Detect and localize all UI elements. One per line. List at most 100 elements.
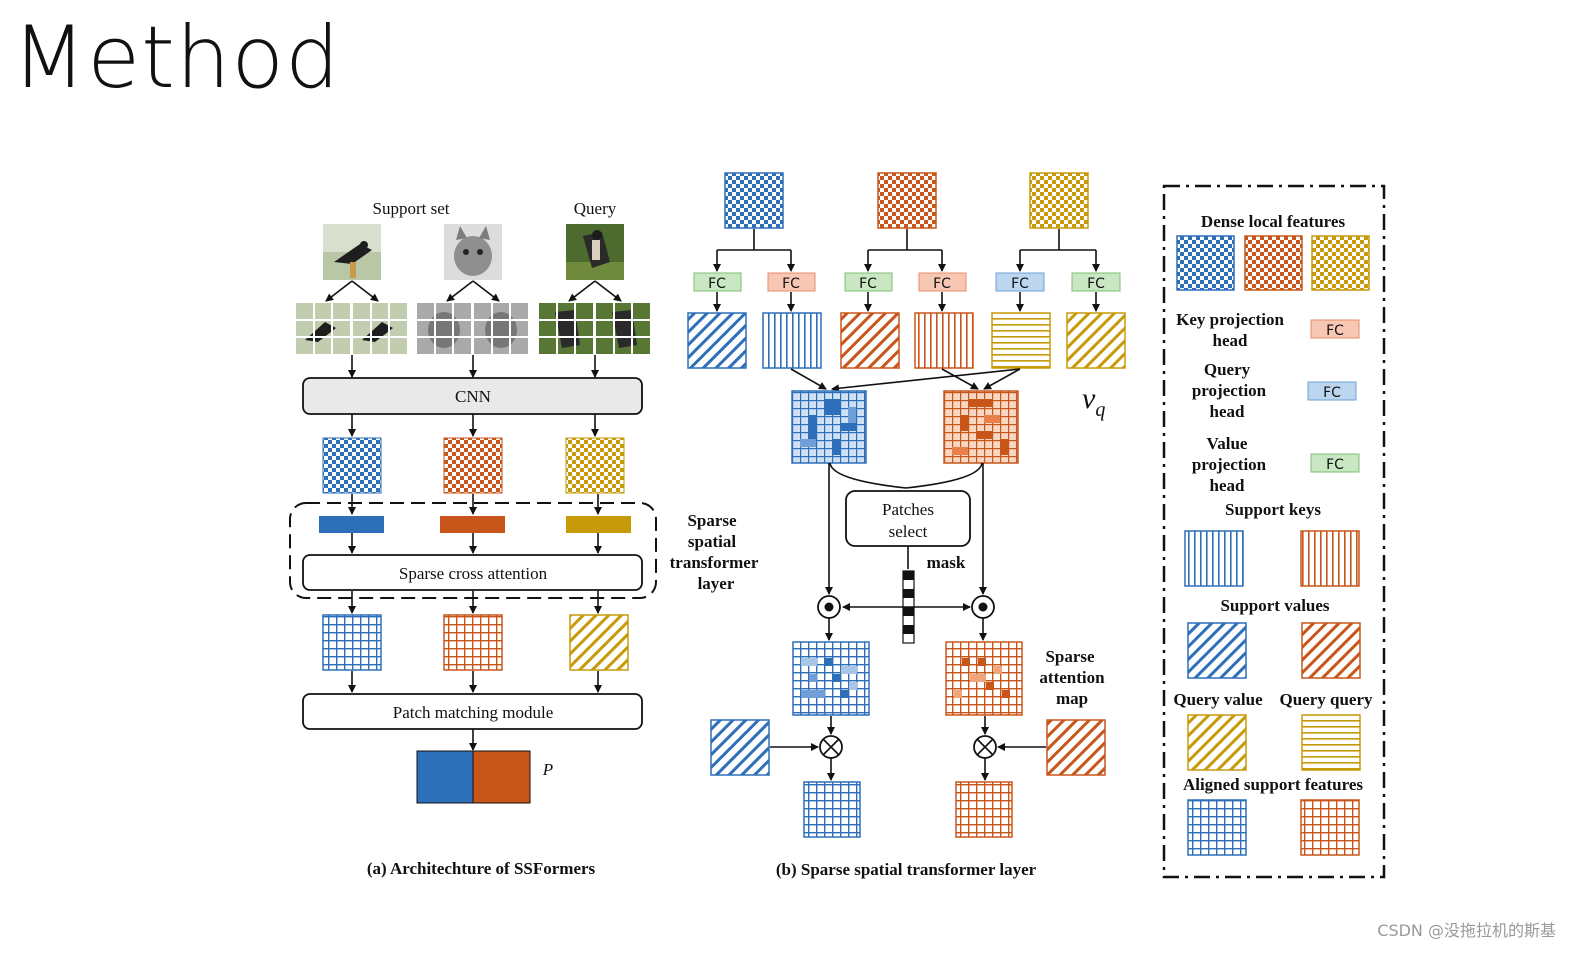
to-matching-arrows — [348, 671, 602, 693]
hadamard-op-left — [817, 595, 841, 619]
feature-to-token-arrows — [348, 494, 602, 515]
legend-query-value: Query value — [1173, 690, 1263, 709]
svg-text:FC: FC — [1326, 457, 1344, 473]
caption-b: (b) Sparse spatial transformer layer — [776, 860, 1037, 879]
watermark: CSDN @没拖拉机的斯基 — [1377, 921, 1556, 940]
multiply-op-left — [819, 735, 843, 759]
legend-value-projection-1: Value — [1207, 434, 1248, 453]
sparse-attention-label-2: attention — [1039, 668, 1105, 687]
support-patches-cat — [417, 303, 528, 354]
multiply-op-right — [973, 735, 997, 759]
legend-query-projection-3: head — [1210, 402, 1246, 421]
support-value-blue-b — [710, 719, 770, 776]
support-value-orange-b — [1046, 719, 1106, 776]
legend-fc-value: FC — [1310, 453, 1360, 473]
aligned-support-blue — [322, 614, 382, 671]
sst-layer-label-3: transformer — [670, 553, 759, 572]
legend-fc-key: FC — [1310, 319, 1360, 339]
svg-text:FC: FC — [708, 276, 726, 292]
fc-value-1: FC — [693, 272, 742, 292]
query-patches-bird — [539, 303, 650, 354]
legend-query-query-gold — [1301, 714, 1361, 771]
to-attention-arrows — [790, 368, 1021, 393]
svg-text:FC: FC — [859, 276, 877, 292]
sst-layer-label-4: layer — [698, 574, 735, 593]
cnn-out-arrows — [348, 414, 599, 437]
query-image-bird — [566, 224, 624, 280]
output-score-orange — [472, 750, 531, 804]
panel-b-sst-layer: FC FC FC FC FC FC vq — [687, 172, 1126, 879]
dense-feature-blue — [724, 172, 784, 229]
legend-panel: Dense local features Key projection head… — [1162, 184, 1386, 879]
token-gold — [566, 516, 631, 533]
svg-text:FC: FC — [1087, 276, 1105, 292]
legend-aligned-support-features: Aligned support features — [1183, 775, 1363, 794]
otimes-to-aligned-arrows — [827, 758, 989, 781]
attention-to-odot-lines — [825, 463, 987, 611]
slide-title: Method — [12, 8, 341, 108]
svg-text:FC: FC — [1011, 276, 1029, 292]
legend-value-projection-2: projection — [1192, 455, 1267, 474]
fc-branch-lines — [713, 229, 1100, 272]
support-key-orange — [914, 312, 974, 369]
fc-out-arrows — [713, 292, 1100, 312]
legend-dense-gold — [1311, 235, 1370, 291]
odot-to-sparse-arrows — [825, 618, 987, 641]
support-value-blue — [687, 312, 747, 369]
attention-map-orange — [943, 390, 1019, 464]
dense-feature-gold — [1029, 172, 1089, 229]
legend-support-key-blue — [1184, 530, 1244, 587]
support-image-bird — [323, 224, 381, 280]
cnn-label: CNN — [455, 387, 491, 406]
aligned-feature-orange — [955, 781, 1013, 838]
sparse-cross-attention-box — [302, 554, 643, 591]
to-cnn-arrows — [348, 355, 599, 378]
support-image-cat — [444, 224, 502, 280]
legend-query-projection-2: projection — [1192, 381, 1267, 400]
sst-layer-label-2: spatial — [688, 532, 736, 551]
support-patches-bird — [296, 303, 407, 354]
query-feature-gold — [565, 437, 625, 494]
support-key-blue — [762, 312, 822, 369]
sparse-to-otimes-arrows — [770, 716, 1046, 751]
legend-support-value-blue — [1187, 622, 1247, 679]
svg-text:FC: FC — [1326, 323, 1344, 339]
vq-label: vq — [1082, 382, 1105, 421]
hadamard-op-right — [971, 595, 995, 619]
legend-dense-local-features: Dense local features — [1201, 212, 1346, 231]
aligned-feature-blue — [803, 781, 861, 838]
caption-a: (a) Architechture of SSFormers — [367, 859, 596, 878]
support-set-label: Support set — [373, 199, 450, 218]
output-score-blue — [416, 750, 474, 804]
legend-query-projection-1: Query — [1204, 360, 1251, 379]
sparse-attention-map-orange — [945, 641, 1023, 716]
legend-query-query: Query query — [1279, 690, 1373, 709]
query-query-gold — [991, 312, 1051, 369]
query-value-gold-b — [1066, 312, 1126, 369]
query-value-gold — [569, 614, 629, 671]
query-label: Query — [574, 199, 617, 218]
sparse-cross-attention-label: Sparse cross attention — [399, 564, 548, 583]
p-label: P — [542, 760, 553, 779]
legend-aligned-blue — [1187, 799, 1247, 856]
legend-dense-blue — [1176, 235, 1235, 291]
aligned-support-orange — [443, 614, 503, 671]
fc-key-1: FC — [767, 272, 816, 292]
patch-matching-label: Patch matching module — [393, 703, 554, 722]
legend-aligned-orange — [1300, 799, 1360, 856]
fc-value-3: FC — [1071, 272, 1121, 292]
fc-query: FC — [995, 272, 1045, 292]
legend-query-value-gold — [1187, 714, 1247, 771]
svg-text:FC: FC — [782, 276, 800, 292]
legend-key-projection-1: Key projection — [1176, 310, 1284, 329]
token-blue — [319, 516, 384, 533]
fc-key-2: FC — [918, 272, 967, 292]
svg-text:FC: FC — [1323, 385, 1341, 401]
patches-select-label-1: Patches — [882, 500, 934, 519]
image-split-arrows — [325, 280, 622, 302]
legend-value-projection-3: head — [1210, 476, 1246, 495]
sparse-attention-map-blue — [792, 641, 870, 716]
attention-map-blue — [791, 390, 867, 464]
sst-layer-label-1: Sparse — [687, 511, 737, 530]
